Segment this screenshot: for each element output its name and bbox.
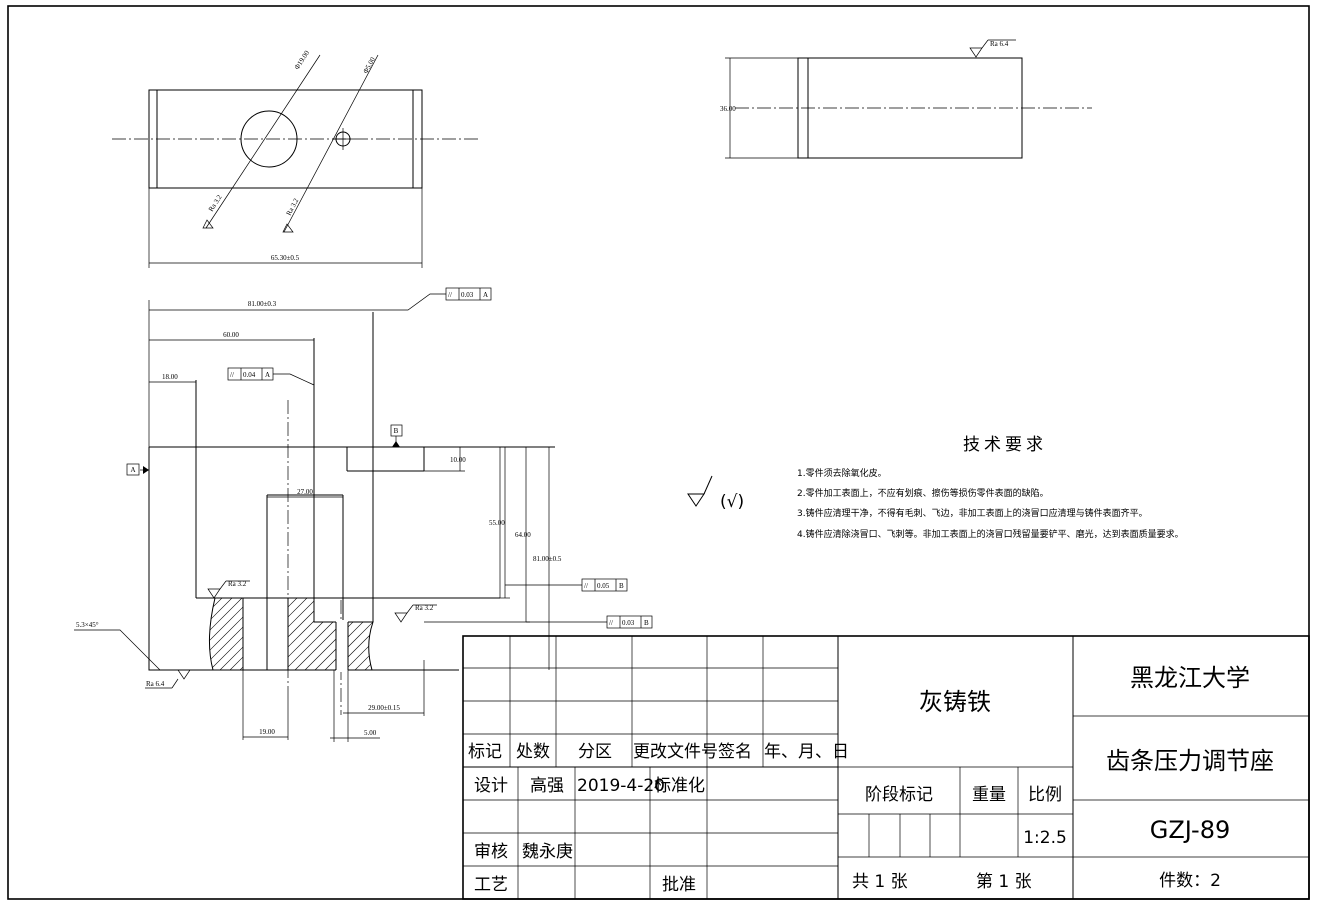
side-view: 36.00 Ra 6.4 <box>720 39 1092 159</box>
dim-b5: 5.00 <box>364 729 377 737</box>
scale-value: 1:2.5 <box>1023 828 1067 848</box>
design-date: 2019-4-20 <box>577 776 665 796</box>
process-label: 工艺 <box>474 875 508 895</box>
requirement-4: 4.铸件应清除浇冒口、飞刺等。非加工表面上的浇冒口残留量要铲平、磨光，达到表面质… <box>797 528 1184 540</box>
approve-label: 批准 <box>662 875 696 895</box>
scale-label: 比例 <box>1028 785 1062 805</box>
requirement-3: 3.铸件应清理干净，不得有毛刺、飞边，非加工表面上的浇冒口应清理与铸件表面齐平。 <box>797 507 1148 519</box>
tol-frame-4: // 0.03 B <box>526 615 653 629</box>
dim-hole-large: Φ19.00 <box>293 49 311 71</box>
standardize-label: 标准化 <box>654 776 705 796</box>
svg-text:B: B <box>644 619 649 627</box>
datum-b: B <box>394 427 399 435</box>
svg-text:A: A <box>483 291 488 299</box>
dim-hole-small: Φ5.00 <box>362 55 377 75</box>
svg-text:B: B <box>619 582 624 590</box>
title-block: 标记 处数 分区 更改文件号 签名 年、月、日 设计 高强 2019-4-20 … <box>462 635 1310 900</box>
ra-label-bottom: Ra 6.4 <box>146 680 165 688</box>
requirement-2: 2.零件加工表面上，不应有划痕、擦伤等损伤零件表面的缺陷。 <box>797 487 1049 499</box>
dim-10: 10.00 <box>450 456 466 464</box>
dim-chamfer: 5.3×45° <box>76 621 99 629</box>
drawing-no: GZJ-89 <box>1150 816 1230 844</box>
requirement-1: 1.零件须去除氧化皮。 <box>797 467 887 479</box>
designer: 高强 <box>530 776 564 796</box>
header-change-doc: 更改文件号 <box>633 742 718 762</box>
ra-label-a: Ra 3.2 <box>207 193 224 213</box>
part-name: 齿条压力调节座 <box>1106 747 1274 775</box>
requirements-title: 技术要求 <box>963 435 1047 455</box>
svg-text://: // <box>230 371 234 379</box>
dim-27: 27.00 <box>297 488 313 496</box>
dim-width: 65.30±0.5 <box>271 254 300 262</box>
svg-text://: // <box>609 619 613 627</box>
roughness-note: (√) <box>720 492 744 512</box>
tol-frame-1: // 0.03 A <box>373 287 492 311</box>
material: 灰铸铁 <box>919 688 991 716</box>
header-sign: 签名 <box>718 742 752 762</box>
top-view: Φ19.00 Φ5.00 Ra 3.2 Ra 3.2 65.30±0.5 <box>112 49 480 268</box>
header-mark: 标记 <box>468 742 502 762</box>
hatch-left <box>208 597 244 671</box>
sheets-total: 共 1 张 <box>852 872 908 892</box>
dim-64: 64.00 <box>515 531 531 539</box>
dim-55: 55.00 <box>489 519 505 527</box>
header-count: 处数 <box>516 742 550 762</box>
svg-text://: // <box>448 291 452 299</box>
weight-label: 重量 <box>972 785 1006 805</box>
ra-label-b: Ra 3.2 <box>285 197 301 217</box>
reviewer: 魏永庚 <box>522 842 573 862</box>
tol-frame-2: // 0.04 A <box>227 367 315 386</box>
dim-81: 81.00±0.3 <box>248 300 277 308</box>
section-view: 81.00±0.3 60.00 18.00 27.00 10.00 55.00 … <box>74 287 653 742</box>
header-zone: 分区 <box>578 742 612 762</box>
dim-b19: 19.00 <box>259 728 275 736</box>
svg-text:0.05: 0.05 <box>597 582 610 590</box>
dim-18: 18.00 <box>162 373 178 381</box>
sheet-no: 第 1 张 <box>976 872 1032 892</box>
hatch-right <box>287 597 374 672</box>
design-label: 设计 <box>474 776 508 796</box>
stage-label: 阶段标记 <box>865 785 933 805</box>
roughness-general-icon: (√) <box>687 475 744 512</box>
svg-text:0.03: 0.03 <box>622 619 635 627</box>
svg-text://: // <box>584 582 588 590</box>
ra-label-d: Ra 3.2 <box>415 604 434 612</box>
dim-60: 60.00 <box>223 331 239 339</box>
quantity: 件数：2 <box>1159 871 1221 891</box>
svg-text:A: A <box>265 371 270 379</box>
tol-frame-3: // 0.05 B <box>505 578 628 592</box>
tech-requirements: 技术要求 1.零件须去除氧化皮。 2.零件加工表面上，不应有划痕、擦伤等损伤零件… <box>797 435 1184 540</box>
university: 黑龙江大学 <box>1130 664 1250 692</box>
ra-label-c: Ra 3.2 <box>228 580 247 588</box>
dim-b29: 29.00±0.15 <box>368 704 400 712</box>
large-hole <box>240 110 298 168</box>
datum-a: A <box>130 466 135 474</box>
ra-label-top: Ra 6.4 <box>990 40 1009 48</box>
svg-text:0.04: 0.04 <box>243 371 256 379</box>
svg-text:0.03: 0.03 <box>461 291 474 299</box>
review-label: 审核 <box>474 842 508 862</box>
dim-diameter: 36.00 <box>720 105 736 113</box>
dim-81-h: 81.00±0.5 <box>533 555 562 563</box>
header-date: 年、月、日 <box>764 742 849 762</box>
